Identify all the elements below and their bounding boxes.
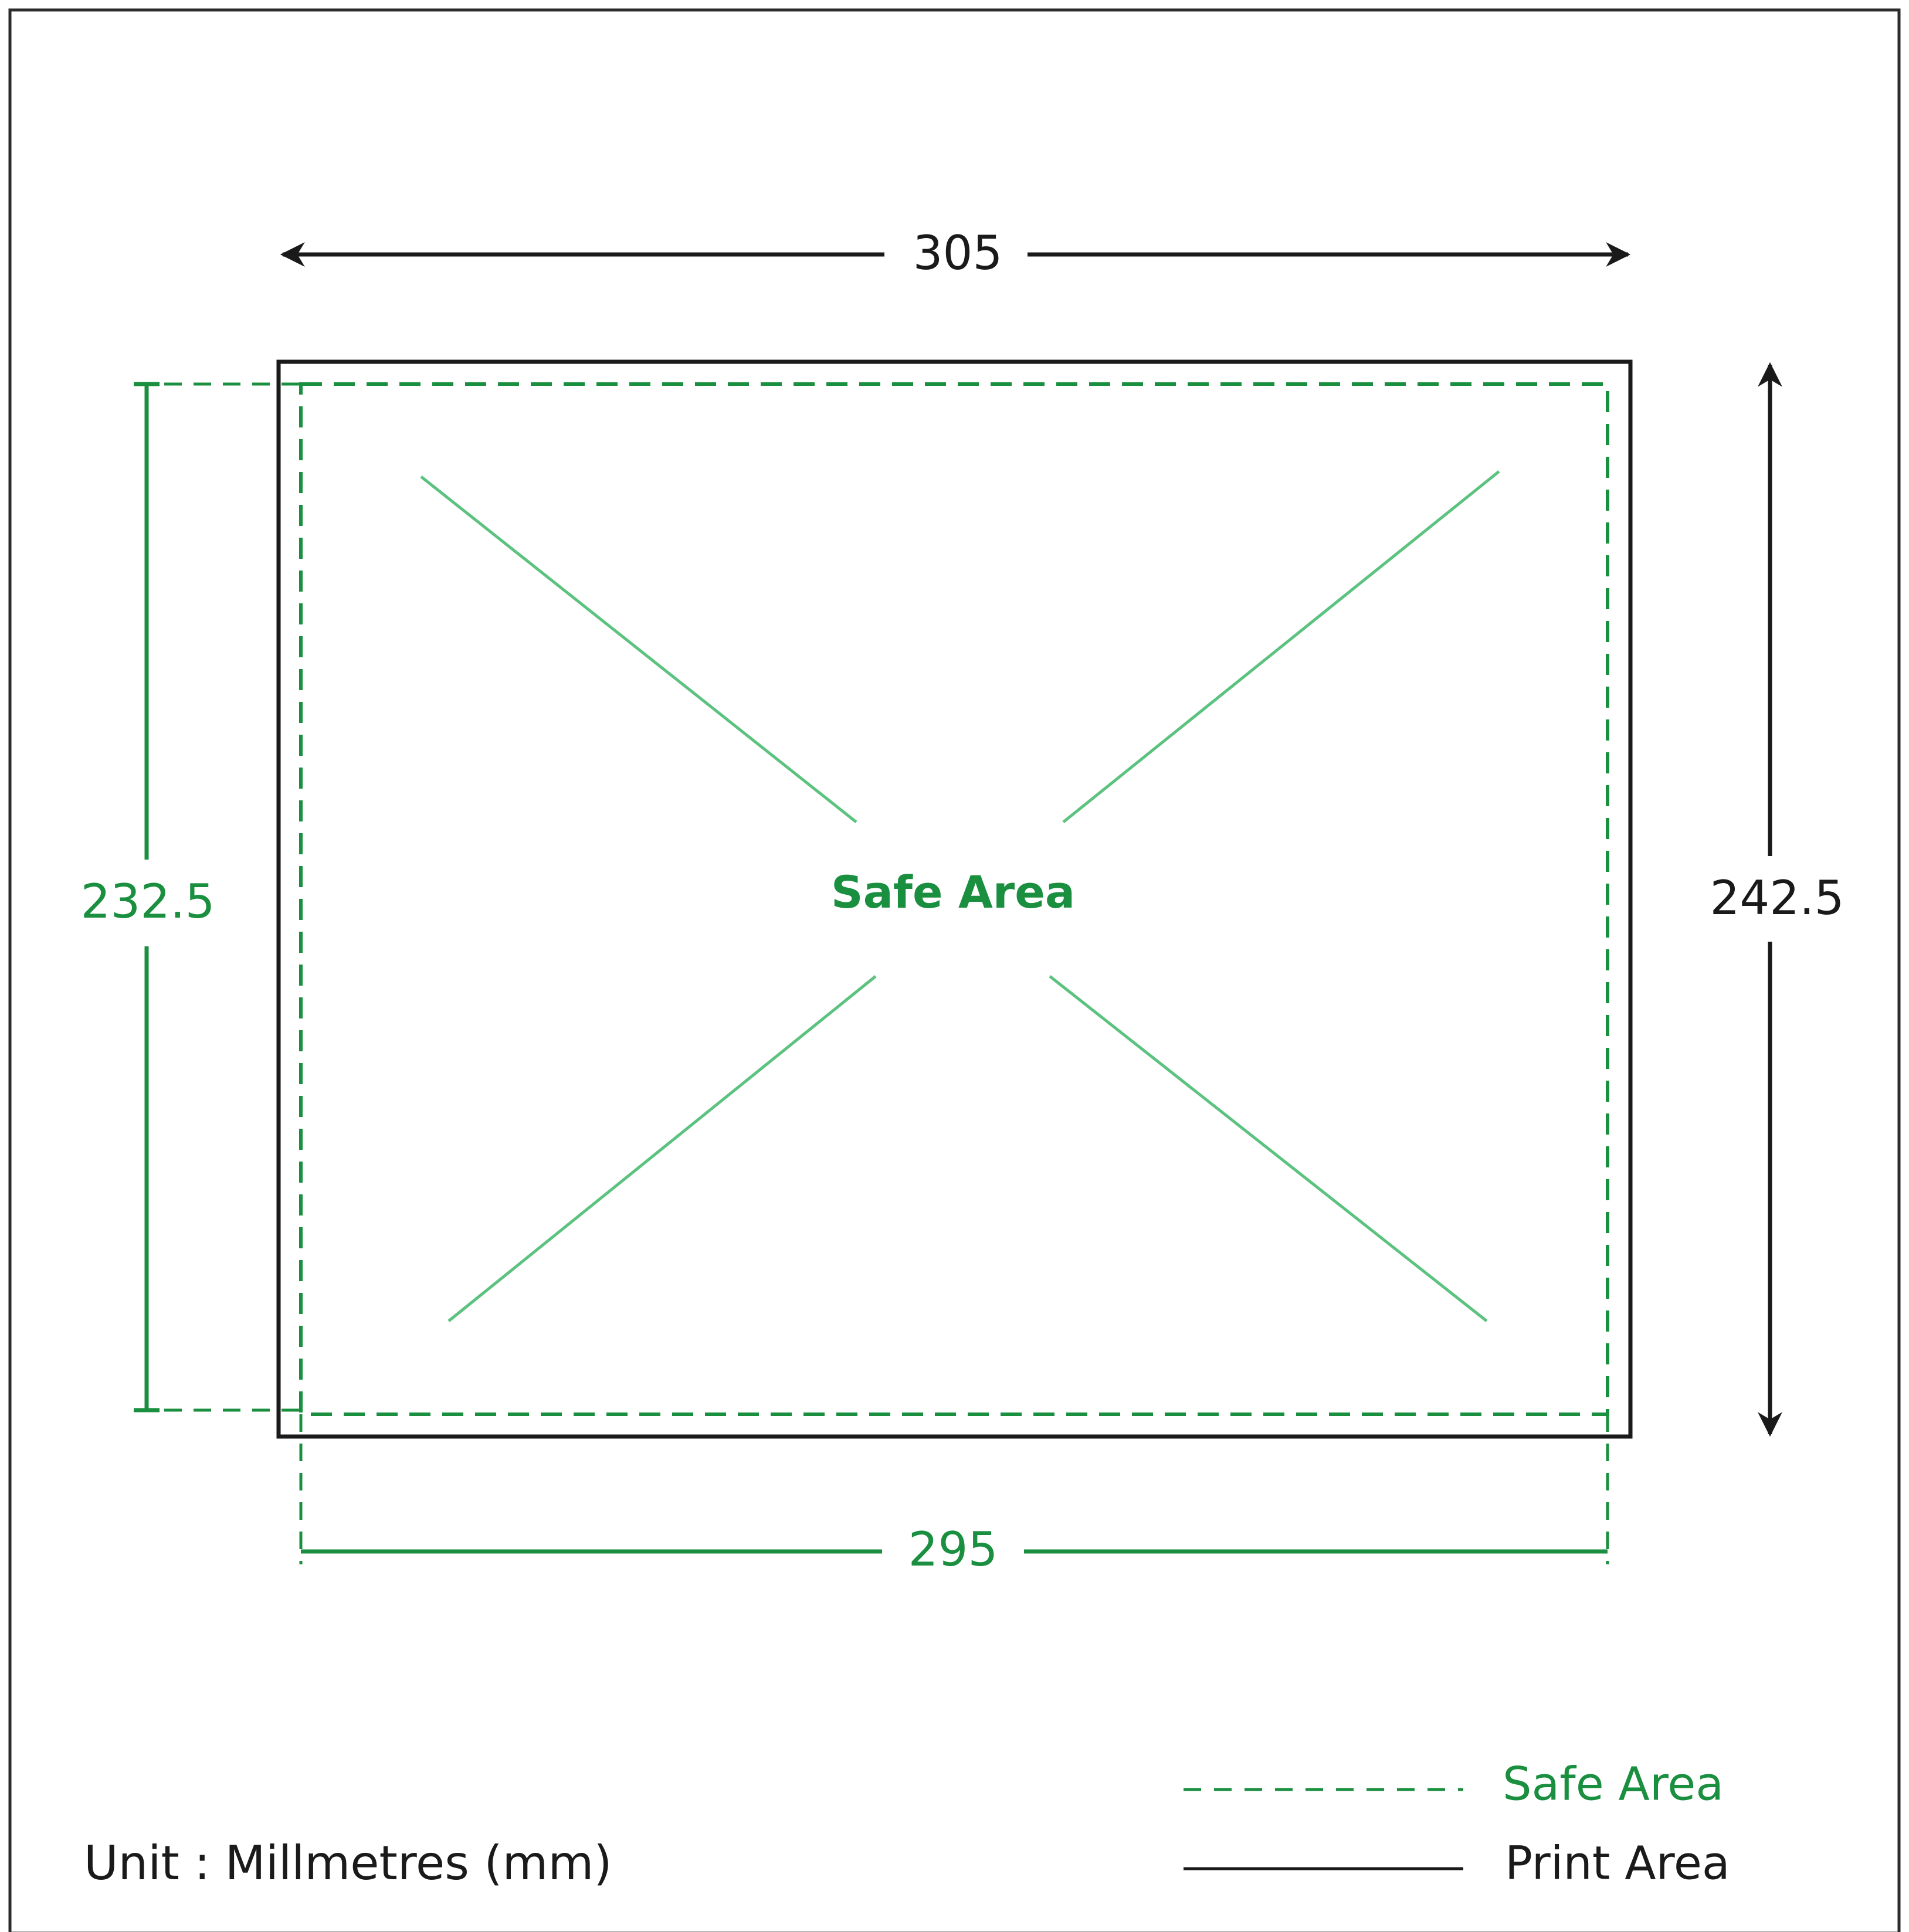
print-height-label: 242.5 — [1710, 871, 1844, 925]
legend-safe-area-label: Safe Area — [1503, 1758, 1724, 1811]
guide-line-bottom-right — [1049, 975, 1488, 1322]
safe-area-rect — [299, 382, 1609, 1416]
print-area-rect — [276, 359, 1633, 1439]
page-border — [8, 8, 1901, 1932]
guide-line-top-left — [420, 476, 857, 823]
guide-line-top-right — [1062, 470, 1500, 823]
unit-note: Unit : Millmetres (mm) — [84, 1836, 612, 1890]
legend-print-area-label: Print Area — [1505, 1837, 1730, 1890]
safe-height-label: 232.5 — [80, 874, 215, 929]
safe-width-label: 295 — [908, 1522, 998, 1577]
guide-line-bottom-left — [447, 975, 877, 1322]
print-width-label: 305 — [913, 226, 1003, 280]
center-safe-area-label: Safe Area — [831, 866, 1075, 918]
